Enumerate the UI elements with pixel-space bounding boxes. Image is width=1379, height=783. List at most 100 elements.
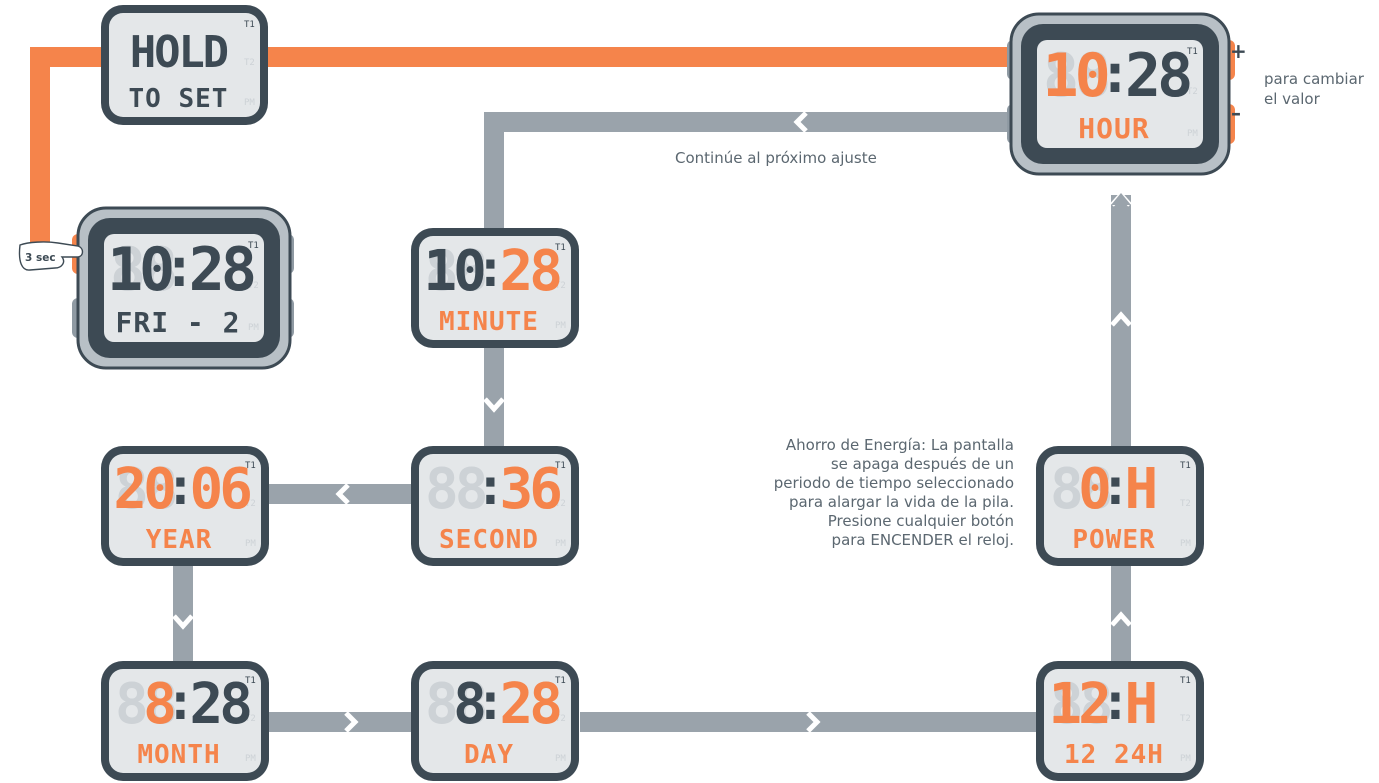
indicator-t2: T2 [245,499,256,509]
lcd-ghost-digits: 88 [425,457,486,522]
lcd-colon: : [1100,457,1130,516]
press-time-label: 3 sec [25,252,56,264]
lcd-screen [419,454,571,558]
lcd-ghost-digits: 88 [425,239,486,304]
lcd-minutes: 06 [190,457,251,522]
power-saving-line: periodo de tiempo seleccionado [773,474,1014,492]
lcd-bottom-text: POWER [1072,525,1155,555]
lcd-bottom-text: FRI - 2 [115,306,240,339]
next-setting-label: Continúe al próximo ajuste [675,149,877,167]
indicator-t1: T1 [248,241,259,251]
minus-label: – [1231,101,1241,125]
plus-label: + [1230,39,1247,63]
lcd-colon: : [163,236,196,299]
chevron-up-icon [1110,611,1132,627]
power-saving-line: para alargar la vida de la pila. [788,493,1014,511]
lcd-colon: : [165,457,195,516]
chevron-down-icon [172,614,194,630]
indicator-t2: T2 [244,58,255,68]
lcd-ghost-digits: 88 [110,235,175,305]
lcd-hours: 8 [453,672,484,737]
lcd-bottom-text: YEAR [146,525,213,555]
lcd-bottom-text: SECOND [439,525,539,555]
lcd-hours: 10 [107,235,172,305]
indicator-pm: PM [555,539,566,549]
lcd-minutes: 36 [500,457,561,522]
indicator-t2: T2 [1180,499,1191,509]
indicator-t2: T2 [248,281,259,291]
pressing-hand-icon: 3 sec [18,241,84,271]
indicator-pm: PM [248,323,259,333]
lcd-ghost-digits: 88 [1043,41,1108,111]
lcd-screen [109,454,261,558]
change-value-label-1: para cambiar [1264,70,1364,88]
lcd-minutes: 28 [1125,41,1190,111]
indicator-t2: T2 [245,714,256,724]
indicator-t1: T1 [244,20,255,30]
lcd-bottom-text: DAY [464,740,514,770]
path-day-to-format [580,712,1036,732]
lcd-hours: 0 [1078,457,1109,522]
indicator-pm: PM [555,321,566,331]
lcd-screen [1044,454,1196,558]
indicator-pm: PM [245,754,256,764]
indicator-t2: T2 [1187,87,1198,97]
lcd-ghost-digits: 88 [1050,457,1111,522]
lcd-ghost-digits: 88 [1050,672,1111,737]
lcd-colon: : [1100,672,1130,731]
indicator-t2: T2 [555,499,566,509]
lcd-screen [104,234,264,342]
chevron-right-icon [806,711,821,733]
lcd-colon: : [475,672,505,731]
indicator-t2: T2 [555,714,566,724]
grey-flow-path [173,112,1131,732]
indicator-t1: T1 [555,461,566,471]
lcd-ghost-digits: 88 [115,457,176,522]
lcd-minutes: 28 [500,239,561,304]
power-saving-note: Ahorro de Energía: La pantalla se apaga … [700,436,1014,550]
indicator-pm: PM [1187,129,1198,139]
lcd-bottom-text: 12 24H [1064,740,1164,770]
lcd-screen [1037,40,1203,148]
power-saving-line: Ahorro de Energía: La pantalla [785,436,1014,454]
lcd-screen [109,669,261,773]
lcd-hours: 8 [143,672,174,737]
orange-path-top [30,47,1030,67]
power-saving-line: se apaga después de un [830,455,1014,473]
power-saving-line: Presione cualquier botón [827,512,1014,530]
indicator-t1: T1 [1187,47,1198,57]
lcd-bottom-text: TO SET [129,84,229,114]
lcd-minutes: 28 [500,672,561,737]
lcd-hours: 20 [113,457,174,522]
path-year-to-month [173,565,193,675]
lcd-bottom-text: MINUTE [439,307,539,337]
chevron-right-icon [344,711,359,733]
lcd-minutes: H [1125,457,1155,522]
indicator-t1: T1 [245,676,256,686]
path-month-to-day [262,712,412,732]
lcd-minutes: H [1125,672,1155,737]
change-value-label-2: el valor [1264,90,1320,108]
lcd-hours: 10 [1042,41,1107,111]
lcd-minutes: 28 [189,235,254,305]
path-minute-to-second [484,345,504,447]
indicator-pm: PM [244,98,255,108]
lcd-hours: 10 [423,239,484,304]
indicator-pm: PM [1180,539,1191,549]
lcd-colon: : [1099,42,1132,105]
indicator-pm: PM [245,539,256,549]
indicator-t2: T2 [1180,714,1191,724]
indicator-pm: PM [1180,754,1191,764]
lcd-top-text: HOLD [130,27,228,78]
indicator-t1: T1 [555,243,566,253]
